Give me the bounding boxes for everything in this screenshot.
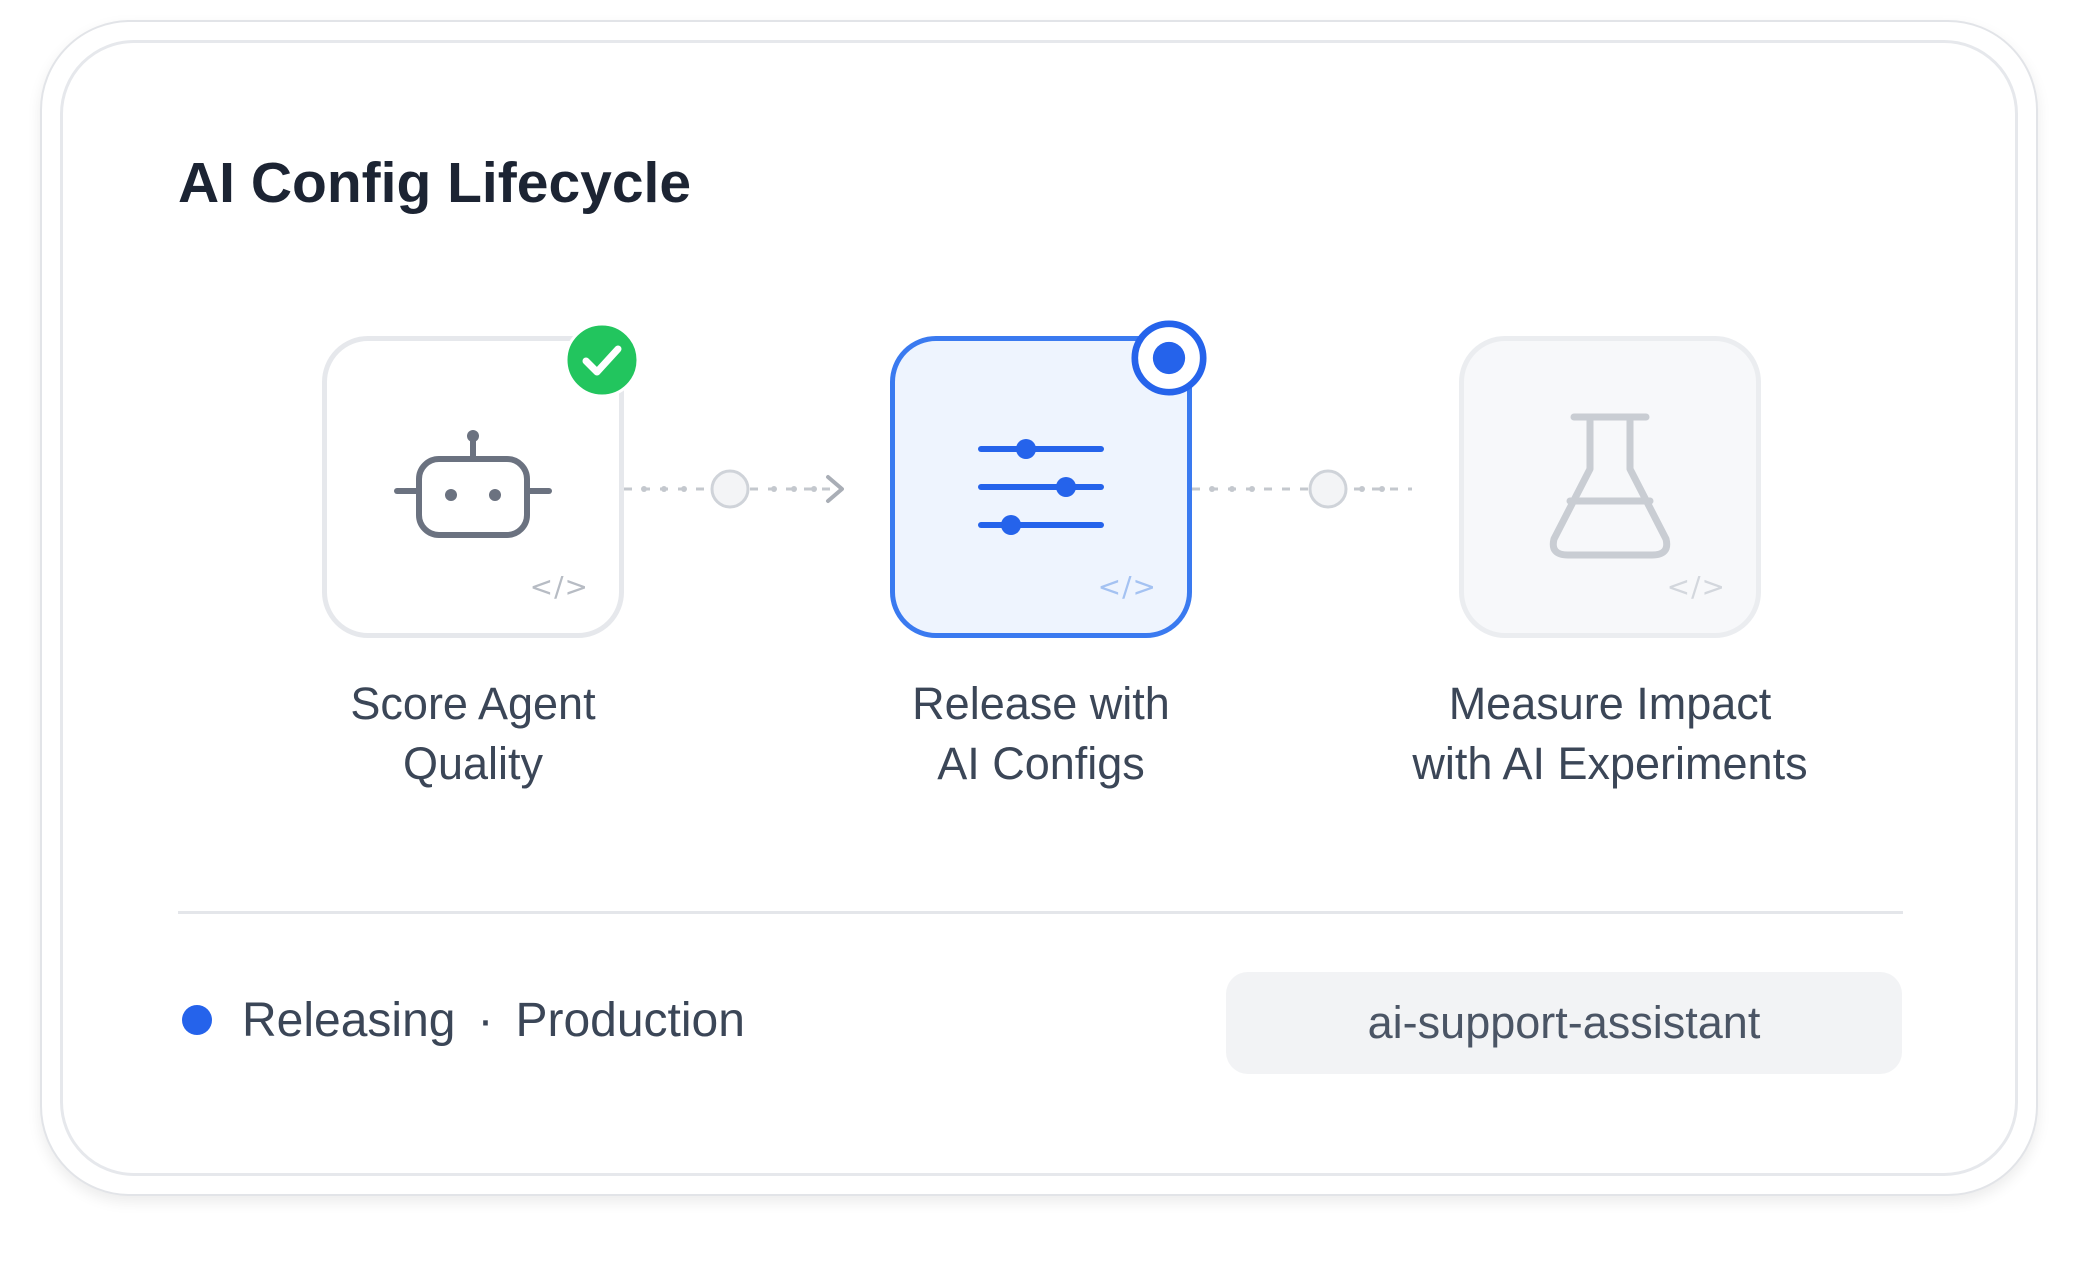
code-icon: </> [1097, 570, 1157, 603]
sliders-icon [978, 439, 1104, 535]
step-label-line: Quality [402, 738, 544, 789]
step-label-line: AI Configs [937, 738, 1145, 789]
step-label-measure-impact: Measure Impact with AI Experiments [1350, 674, 1870, 794]
card-title: AI Config Lifecycle [178, 151, 692, 215]
check-circle-icon [564, 322, 640, 398]
status-separator: · [477, 993, 494, 1047]
config-key-pill[interactable]: ai-support-assistant [1226, 972, 1902, 1074]
step-release-with-ai-configs[interactable]: </> [890, 336, 1192, 638]
config-key: ai-support-assistant [1367, 997, 1761, 1048]
connector-arrow-1 [624, 469, 844, 509]
robot-icon [394, 430, 552, 538]
code-icon: </> [529, 570, 589, 603]
step-score-agent-quality[interactable]: </> [322, 336, 624, 638]
divider [178, 911, 1903, 914]
step-label-line: Release with [912, 678, 1170, 729]
status-row: Releasing · Production [182, 990, 745, 1050]
status-dot-icon [182, 1005, 212, 1035]
step-label-line: Measure Impact [1448, 678, 1772, 729]
step-label-release-with-ai-configs: Release with AI Configs [781, 674, 1301, 794]
step-label-line: with AI Experiments [1412, 738, 1808, 789]
step-label-line: Score Agent [350, 678, 596, 729]
status-environment: Production [515, 993, 745, 1047]
flask-icon [1549, 413, 1671, 559]
step-label-score-agent-quality: Score Agent Quality [213, 674, 733, 794]
current-step-indicator-icon [1131, 320, 1207, 396]
code-icon: </> [1666, 570, 1726, 603]
step-measure-impact[interactable]: </> [1459, 336, 1761, 638]
connector-arrow-2 [1192, 469, 1412, 509]
status-stage: Releasing [242, 993, 456, 1047]
